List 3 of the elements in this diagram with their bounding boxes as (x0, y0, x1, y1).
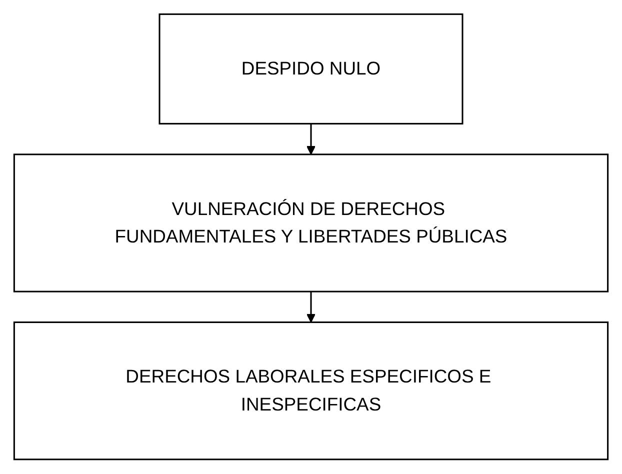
process-box: DERECHOS LABORALES ESPECIFICOS E INESPECIFICAS (13, 322, 609, 460)
process-box: VULNERACIÓN DE DERECHOS FUNDAMENTALES Y LIBERTADES PÚBLICAS (13, 154, 609, 293)
process-box: DESPIDO NULO (158, 14, 464, 125)
